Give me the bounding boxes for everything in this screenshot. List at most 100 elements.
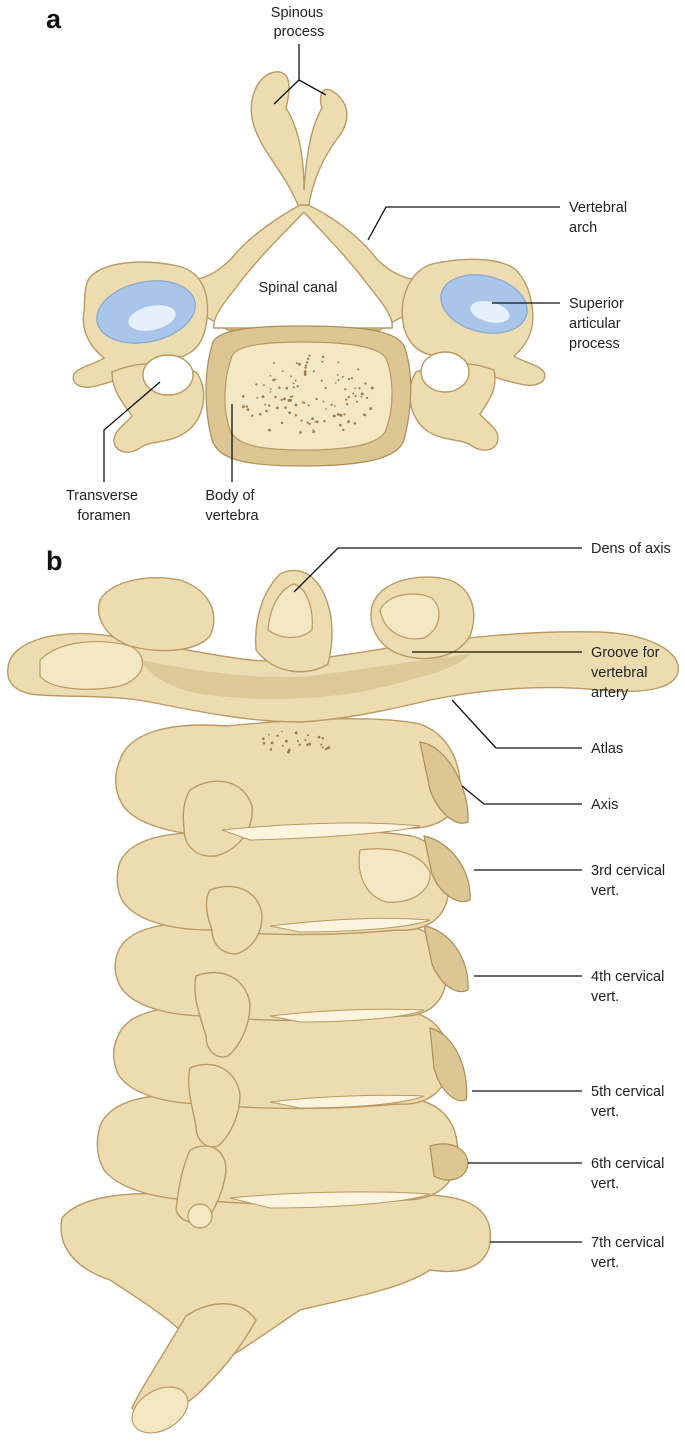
label-c7: 7th cervical vert.	[591, 1235, 668, 1271]
vertebra-axis	[115, 717, 461, 840]
pore-dot	[364, 414, 367, 417]
pore-dot	[341, 375, 344, 378]
pore-dot	[334, 382, 337, 384]
pore-dot	[354, 387, 357, 390]
pore-dot	[311, 417, 314, 421]
leader-vertebral-arch	[367, 206, 560, 241]
pore-dot	[343, 413, 346, 416]
spinal-canal-opening	[213, 212, 393, 329]
disc-c5-c6	[269, 1094, 425, 1109]
pore-dot	[314, 421, 316, 423]
pore-dot	[345, 402, 349, 406]
pore-dot	[304, 364, 308, 367]
leader-transverse-foramen	[103, 381, 161, 482]
panel-a-letter: a	[46, 4, 62, 34]
pore-dot	[333, 405, 336, 407]
pore-dot	[283, 397, 286, 401]
pore-dot	[269, 388, 272, 390]
pore-dot	[317, 735, 321, 739]
pore-dot	[245, 405, 249, 408]
pore-dot	[274, 378, 277, 381]
pore-dot	[268, 404, 271, 407]
pore-dot	[308, 354, 311, 357]
pore-dot	[305, 361, 309, 364]
pore-dot	[339, 423, 342, 427]
c6-spinous-tip	[187, 1203, 213, 1229]
pore-dot	[322, 400, 325, 403]
pore-dot	[270, 741, 274, 745]
pore-dot	[303, 372, 307, 376]
pore-dot	[300, 419, 303, 422]
pore-dot	[284, 406, 287, 409]
pore-dot	[358, 387, 361, 390]
pore-dot	[312, 429, 315, 432]
pore-dot	[294, 414, 298, 417]
pore-dot	[295, 731, 298, 734]
disc-c6-c7	[229, 1191, 431, 1209]
pore-dot	[353, 422, 357, 425]
pore-dot	[330, 403, 333, 406]
pore-dot	[261, 395, 265, 399]
dens-highlight	[267, 583, 313, 639]
pore-dot	[295, 362, 298, 365]
pore-dot	[304, 366, 307, 369]
pore-dot	[299, 431, 302, 434]
disc-c3-c4	[269, 917, 431, 933]
c3-articular-facet	[358, 848, 431, 903]
c5-spinous-process	[187, 1063, 241, 1148]
pore-dot	[321, 360, 324, 363]
pore-dot	[269, 391, 272, 393]
pore-dot	[251, 414, 254, 417]
pore-dot	[294, 403, 298, 407]
pore-dot	[307, 357, 310, 360]
atlas-left-lateral-mass	[98, 577, 215, 652]
label-spinous-process: Spinous process	[271, 5, 327, 40]
pore-dot	[321, 737, 324, 740]
pore-dot	[287, 748, 291, 752]
leader-atlas	[451, 699, 582, 749]
label-vertebral-arch: Vertebral arch	[569, 200, 631, 236]
c7-spinous-tip	[131, 1386, 189, 1434]
pore-dot	[296, 385, 299, 388]
pore-dot	[337, 379, 340, 382]
left-transverse-foramen-opening	[142, 354, 194, 396]
leader-axis	[461, 785, 582, 805]
pore-dot	[278, 386, 281, 390]
pore-dot	[290, 375, 292, 378]
pore-dot	[321, 355, 325, 359]
pore-dot	[308, 742, 312, 746]
panel-a: a Spinous	[46, 4, 631, 524]
pore-dot	[289, 395, 292, 398]
pore-dot	[289, 398, 293, 402]
pore-dot	[246, 408, 250, 411]
right-facet-highlight	[470, 301, 510, 323]
pore-dot	[285, 386, 289, 390]
pore-dot	[262, 742, 266, 745]
cervical-spine-posterolateral-view	[7, 569, 679, 1434]
pore-dot	[320, 743, 323, 746]
pore-dot	[369, 407, 373, 411]
vertebra-superior-view	[72, 71, 546, 467]
pore-dot	[268, 428, 271, 432]
c4-transverse-process	[423, 925, 469, 993]
label-c6: 6th cervical vert.	[591, 1156, 668, 1192]
pore-dot	[325, 408, 327, 410]
pore-dot	[292, 386, 295, 389]
pore-dot	[272, 378, 275, 382]
pore-dot	[298, 743, 301, 746]
pore-dot	[274, 395, 277, 399]
pore-dot	[347, 395, 350, 399]
pore-dot	[339, 413, 343, 417]
pore-dot	[296, 740, 299, 742]
pore-dot	[315, 397, 318, 401]
pore-dot	[321, 746, 324, 749]
spinous-process	[250, 71, 348, 211]
pore-dot	[336, 374, 339, 376]
axis-spinous-process	[182, 780, 253, 857]
pore-dot	[280, 398, 283, 402]
c6-transverse-tip	[429, 1143, 469, 1181]
label-c3: 3rd cervical vert.	[591, 863, 669, 899]
pore-dot	[281, 744, 284, 747]
pore-dot	[360, 395, 363, 398]
